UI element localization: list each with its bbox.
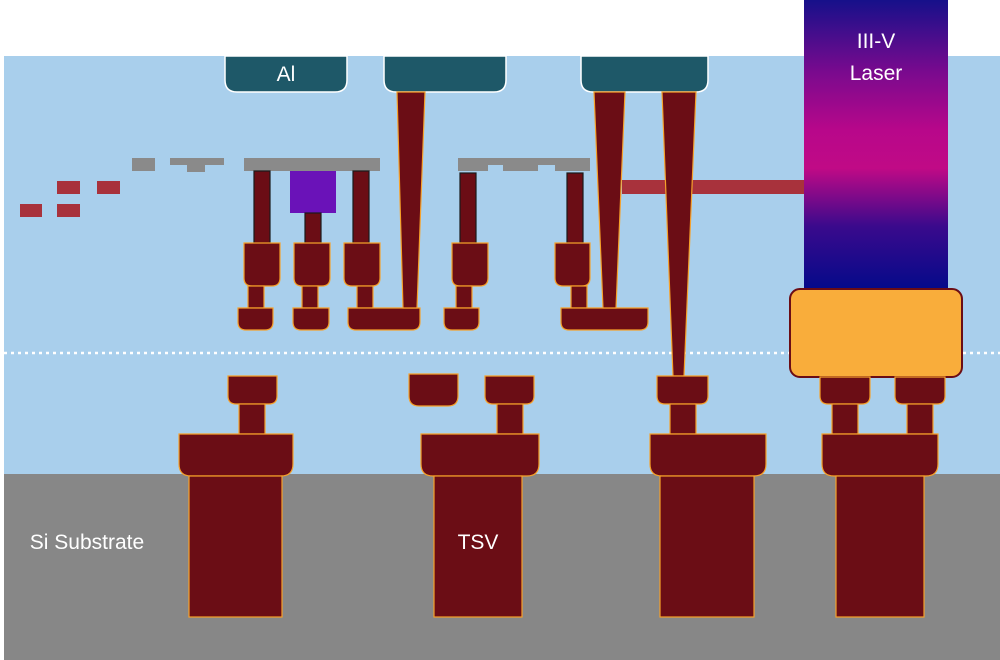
pad-2 xyxy=(383,55,507,93)
dielectric-strips xyxy=(132,158,590,172)
bond-layer xyxy=(789,288,963,378)
iii-v-laser xyxy=(804,0,948,290)
tsv-structures xyxy=(178,373,946,618)
tsv-label: TSV xyxy=(458,531,499,554)
modulator-block xyxy=(290,171,336,213)
waveguide-segments xyxy=(20,181,120,217)
al-pad-label: Al xyxy=(277,63,296,86)
laser-label-line1: III-V xyxy=(857,30,896,53)
substrate-label: Si Substrate xyxy=(30,531,144,554)
beol-interconnects xyxy=(237,91,697,377)
al-pad xyxy=(224,55,348,93)
pad-3 xyxy=(580,55,709,93)
laser-label-line2: Laser xyxy=(850,62,903,85)
laser-waveguide xyxy=(622,180,804,194)
